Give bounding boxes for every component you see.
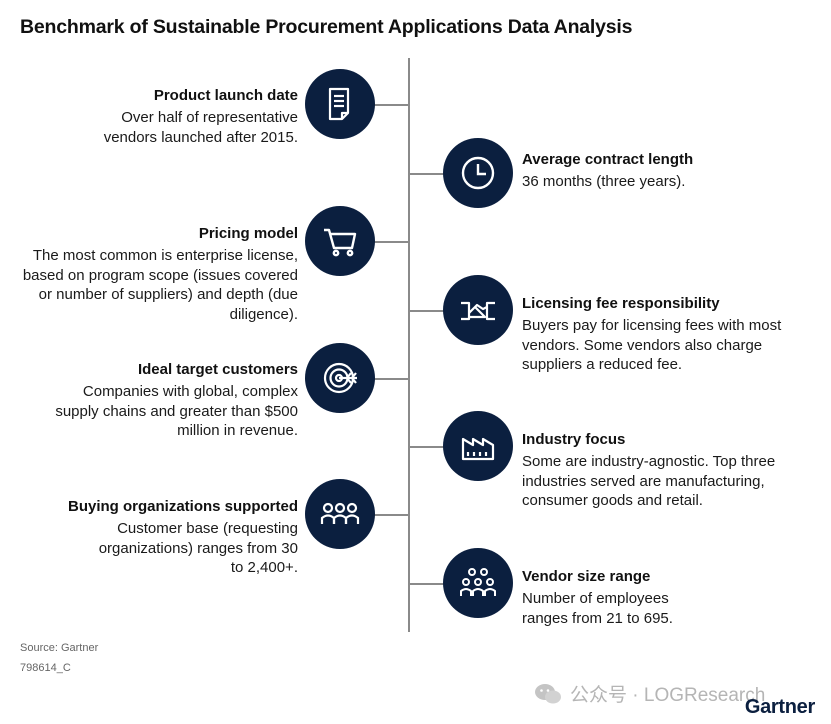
connector-7 [374,514,409,516]
item-heading: Buying organizations supported [67,498,298,515]
item-heading: Average contract length [522,151,694,168]
item-contract-length: Average contract length 36 months (three… [522,150,822,192]
brand-logo: Gartner [744,696,815,718]
handshake-icon [443,275,513,345]
item-text: Some are industry-agnostic. Top three in… [522,453,776,509]
target-icon [305,343,375,413]
document-icon [305,69,375,139]
watermark: 公众号 · LOGResearch [534,680,765,707]
item-text: The most common is enterprise license, b… [22,247,298,323]
source-note: Source: Gartner [20,642,99,654]
item-text: Companies with global, complex supply ch… [55,383,298,439]
team-icon [443,548,513,618]
connector-5 [374,378,409,380]
item-buying-orgs: Buying organizations supported Customer … [68,497,298,578]
wechat-icon [535,683,561,703]
factory-icon [443,411,513,481]
item-vendor-size: Vendor size range Number of employees ra… [522,567,822,628]
item-pricing-model: Pricing model The most common is enterpr… [13,224,298,324]
connector-3 [374,241,409,243]
item-product-launch: Product launch date Over half of represe… [73,86,298,147]
item-heading: Licensing fee responsibility [522,295,720,312]
connector-6 [408,446,444,448]
timeline-axis [408,58,410,632]
item-text: Number of employees ranges from 21 to 69… [522,590,673,627]
item-heading: Industry focus [522,431,626,448]
item-text: Buyers pay for licensing fees with most … [522,317,782,373]
item-heading: Pricing model [198,225,298,242]
clock-icon [443,138,513,208]
item-heading: Ideal target customers [137,361,298,378]
connector-1 [374,104,409,106]
shopping-cart-icon [305,206,375,276]
item-text: Customer base (requesting organizations)… [98,520,298,576]
item-text: 36 months (three years). [522,173,686,190]
connector-8 [408,583,444,585]
item-text: Over half of representative vendors laun… [103,109,298,146]
connector-2 [408,173,444,175]
item-industry-focus: Industry focus Some are industry-agnosti… [522,430,822,511]
item-licensing-fee: Licensing fee responsibility Buyers pay … [522,294,822,375]
group-icon [305,479,375,549]
page-title: Benchmark of Sustainable Procurement App… [20,16,633,38]
item-target-customers: Ideal target customers Companies with gl… [38,360,298,441]
watermark-text: 公众号 · LOGResearch [570,685,766,706]
item-heading: Vendor size range [522,568,651,585]
item-heading: Product launch date [153,87,298,104]
figure-code: 798614_C [20,662,71,674]
connector-4 [408,310,444,312]
